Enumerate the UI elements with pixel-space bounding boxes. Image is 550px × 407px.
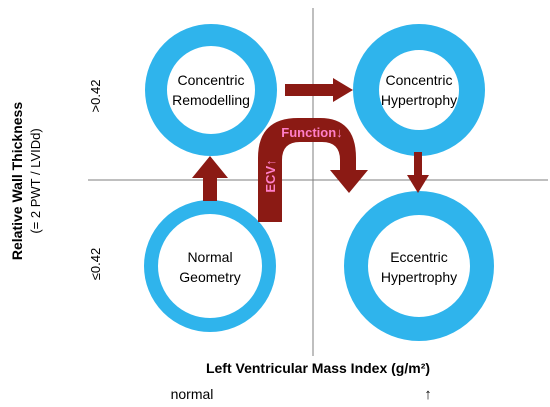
node-concentric-remodelling-line1: Concentric	[178, 72, 245, 88]
arrow-up-left	[192, 156, 228, 201]
node-normal-geometry-line2: Geometry	[179, 269, 240, 285]
ecv-increase-label: ECV↑	[263, 159, 278, 192]
node-concentric-hypertrophy-line2: Hypertrophy	[381, 92, 457, 108]
node-eccentric-hypertrophy-line2: Hypertrophy	[381, 269, 457, 285]
y-axis-subtitle: (= 2 PWT / LVIDd)	[28, 128, 43, 233]
x-axis-tick-low: normal	[171, 386, 214, 402]
y-axis-tick-high: >0.42	[88, 80, 103, 113]
x-axis-title: Left Ventricular Mass Index (g/m²)	[206, 360, 430, 376]
arrow-right-top	[285, 78, 353, 102]
node-normal-geometry-line1: Normal	[187, 249, 232, 265]
ring-normal-geometry	[144, 200, 276, 332]
ring-concentric-hypertrophy	[353, 24, 485, 156]
y-axis-title: Relative Wall Thickness	[9, 102, 25, 260]
y-axis-tick-low: ≤0.42	[88, 248, 103, 280]
function-decrease-label: Function↓	[281, 125, 342, 140]
ring-eccentric-hypertrophy	[344, 191, 494, 341]
ring-concentric-remodelling	[145, 24, 277, 156]
node-eccentric-hypertrophy-line1: Eccentric	[390, 249, 448, 265]
node-concentric-remodelling-line2: Remodelling	[172, 92, 250, 108]
node-concentric-hypertrophy-line1: Concentric	[386, 72, 453, 88]
arrow-curved-center	[258, 118, 368, 222]
x-axis-tick-high: ↑	[424, 386, 432, 403]
arrow-down-right	[407, 152, 429, 193]
